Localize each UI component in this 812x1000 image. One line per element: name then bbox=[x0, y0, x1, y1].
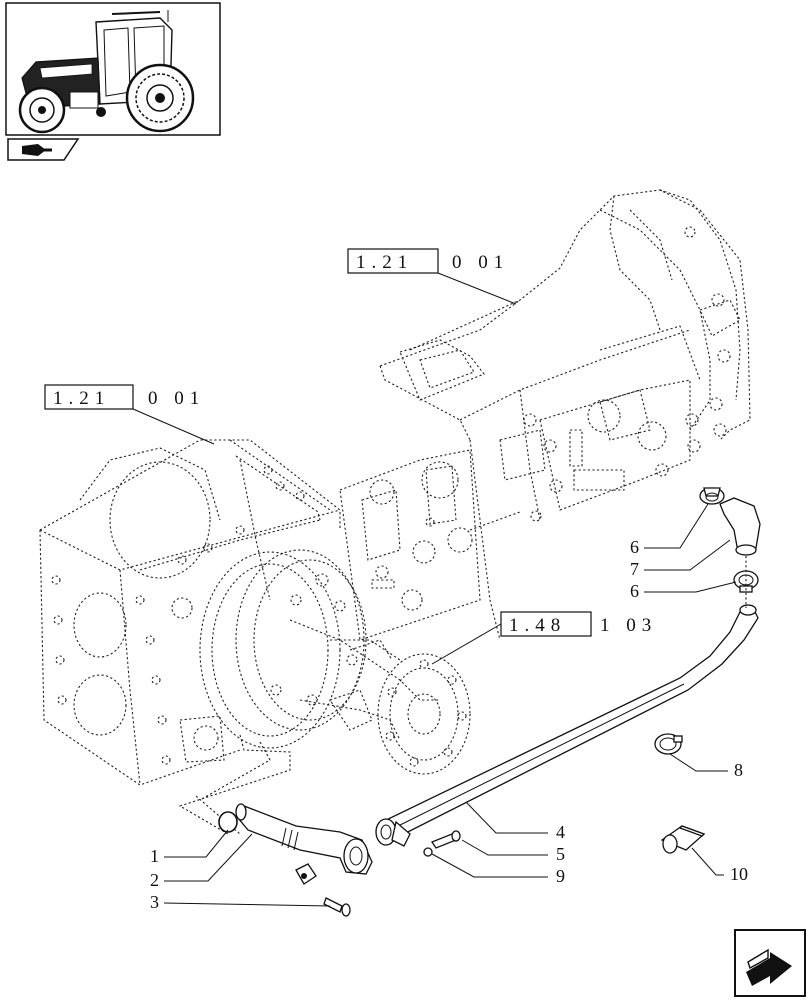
callout-2: 2 bbox=[150, 833, 253, 890]
assembly-leader bbox=[178, 734, 291, 835]
svg-text:6: 6 bbox=[630, 537, 639, 557]
callout-9: 8 bbox=[669, 753, 743, 780]
ref-label-left-box: 1.21 bbox=[53, 388, 110, 409]
pto-gear-and-flange bbox=[199, 549, 471, 775]
part-10-sleeve bbox=[660, 825, 706, 854]
callout-4: 4 bbox=[465, 801, 565, 842]
svg-text:5: 5 bbox=[556, 844, 565, 864]
ref-label-upper-box: 1.21 bbox=[356, 252, 413, 273]
callout-3: 3 bbox=[150, 892, 331, 912]
callout-6-lower: 6 bbox=[630, 581, 737, 601]
part-1-o-ring bbox=[218, 811, 238, 833]
book-arrow-icon bbox=[7, 138, 80, 161]
callout-8: 9 bbox=[431, 853, 565, 886]
callout-6-upper: 6 bbox=[630, 503, 709, 557]
svg-text:7: 7 bbox=[630, 559, 639, 579]
ref-label-upper-tail: 0 01 bbox=[452, 252, 509, 273]
ref-label-left: 1.21 0 01 bbox=[44, 384, 215, 445]
svg-text:8: 8 bbox=[734, 760, 743, 780]
callout-7: 7 bbox=[630, 539, 731, 579]
ref-label-upper: 1.21 0 01 bbox=[347, 248, 517, 305]
part-3-bolt bbox=[323, 897, 351, 917]
ref-label-mid-box: 1.48 bbox=[509, 615, 566, 636]
svg-text:9: 9 bbox=[556, 866, 565, 886]
svg-text:1: 1 bbox=[150, 846, 159, 866]
svg-text:6: 6 bbox=[630, 581, 639, 601]
part-8-washer bbox=[423, 847, 433, 857]
ref-label-left-tail: 0 01 bbox=[148, 388, 205, 409]
part-5-screw bbox=[431, 830, 461, 849]
tractor-thumbnail bbox=[5, 2, 221, 136]
svg-text:10: 10 bbox=[730, 864, 748, 884]
callout-5: 5 bbox=[461, 839, 565, 864]
callout-1: 1 bbox=[150, 829, 229, 866]
part-7-elbow-hose bbox=[719, 497, 761, 556]
ref-label-mid: 1.48 1 03 bbox=[431, 611, 657, 665]
next-page-arrow-icon[interactable] bbox=[734, 929, 806, 997]
part-6-hose-clamp-upper bbox=[699, 487, 725, 505]
svg-text:4: 4 bbox=[556, 822, 565, 842]
part-2-elbow-tube bbox=[235, 803, 373, 885]
ref-label-mid-tail: 1 03 bbox=[600, 615, 657, 636]
callout-10: 10 bbox=[691, 847, 748, 884]
transmission-housing bbox=[39, 189, 751, 786]
part-4-oil-pipe bbox=[375, 604, 759, 847]
part-9-hose-clamp bbox=[654, 733, 683, 755]
svg-text:3: 3 bbox=[150, 892, 159, 912]
svg-text:2: 2 bbox=[150, 870, 159, 890]
